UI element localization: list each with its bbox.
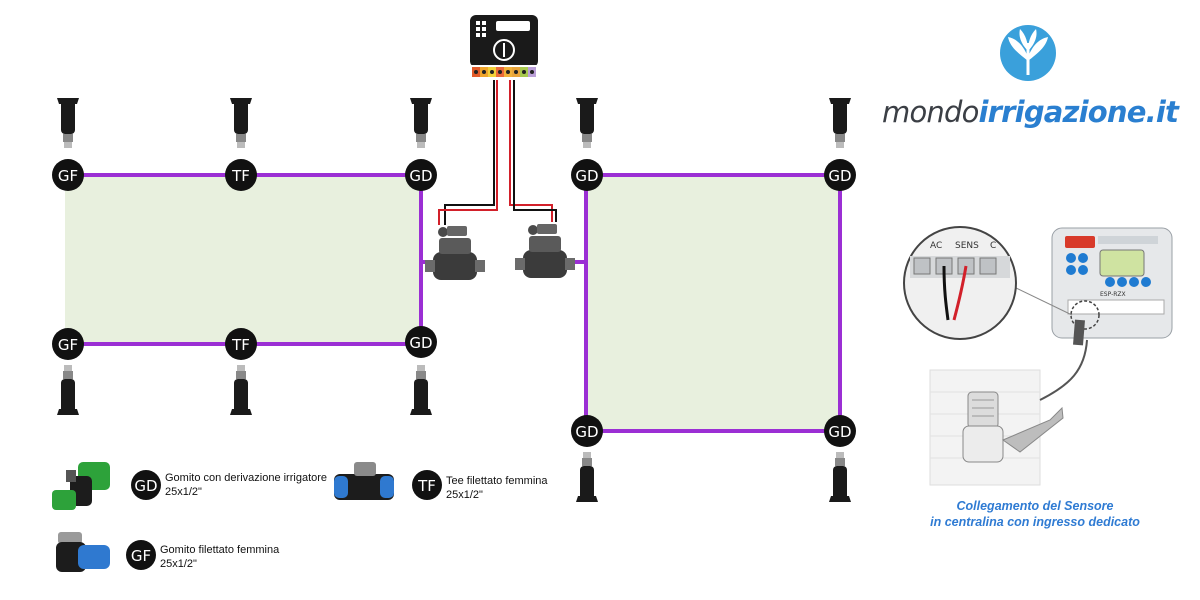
fitting-badge-gd-top-left: GD bbox=[405, 159, 437, 191]
fitting-badge-tf-top: TF bbox=[225, 159, 257, 191]
sprinkler-1 bbox=[57, 98, 79, 148]
sprinkler-4 bbox=[576, 98, 598, 148]
fitting-code: GD bbox=[575, 423, 598, 441]
fitting-code: GD bbox=[409, 167, 432, 185]
legend-code: TF bbox=[417, 477, 436, 495]
fitting-code: GD bbox=[828, 423, 851, 441]
sensor-caption-line2: in centralina con ingresso dedicato bbox=[930, 515, 1140, 529]
pipe-network-zone-2 bbox=[568, 173, 842, 433]
controller-device-image bbox=[1051, 227, 1173, 346]
legend-gd-line1: Gomito con derivazione irrigatore bbox=[165, 472, 328, 484]
sensor-caption-line1: Collegamento del Sensore bbox=[956, 499, 1114, 513]
lawn-zone-left bbox=[65, 175, 421, 345]
fitting-badge-tf-bottom: TF bbox=[225, 328, 257, 360]
fitting-badge-gd-top-right-a: GD bbox=[571, 159, 603, 191]
terminal-label-sens: SENS bbox=[955, 241, 979, 251]
sprinkler-8 bbox=[410, 365, 432, 415]
legend-tf-fitting-image bbox=[334, 462, 394, 500]
fitting-badge-gd-top-right-b: GD bbox=[824, 159, 856, 191]
legend-gf-fitting-image bbox=[56, 532, 110, 572]
terminal-label-c: C bbox=[990, 241, 996, 251]
sprinkler-10 bbox=[829, 452, 851, 502]
sensor-panel: AC SENS C ESP-RZX bbox=[903, 226, 1173, 486]
fitting-code: TF bbox=[231, 336, 250, 354]
fitting-badge-gd-bottom-right-b: GD bbox=[824, 415, 856, 447]
fitting-code: GF bbox=[58, 336, 78, 354]
legend-code: GD bbox=[134, 477, 157, 495]
legend-gd-description: Gomito con derivazione irrigatore 25x1/2… bbox=[165, 471, 327, 499]
sensor-caption: Collegamento del Sensore in centralina c… bbox=[900, 498, 1170, 530]
sprinkler-2 bbox=[230, 98, 252, 148]
controller-model-label: ESP-RZX bbox=[1100, 291, 1126, 298]
legend-gd-line2: 25x1/2" bbox=[165, 486, 202, 498]
brand-wordmark: mondoirrigazione.it bbox=[882, 95, 1182, 129]
rain-sensor-image bbox=[962, 391, 1064, 463]
fitting-badge-gd-bottom-right-a: GD bbox=[571, 415, 603, 447]
sprinkler-5 bbox=[829, 98, 851, 148]
legend-gf-line1: Gomito filettato femmina bbox=[160, 544, 280, 556]
sprinkler-6 bbox=[57, 365, 79, 415]
legend-badge-gd: GD bbox=[131, 470, 161, 500]
fitting-code: TF bbox=[231, 167, 250, 185]
legend-tf-line1: Tee filettato femmina bbox=[446, 475, 548, 487]
terminal-zoom-circle: AC SENS C bbox=[903, 226, 1017, 340]
terminal-label-ac: AC bbox=[930, 241, 942, 251]
legend-gf-description: Gomito filettato femmina 25x1/2" bbox=[160, 543, 279, 571]
lawn-zone-right bbox=[587, 175, 840, 433]
fitting-code: GD bbox=[409, 334, 432, 352]
legend-tf-description: Tee filettato femmina 25x1/2" bbox=[446, 474, 548, 502]
fitting-code: GD bbox=[828, 167, 851, 185]
brand-logo-icon bbox=[1000, 25, 1056, 81]
fitting-code: GF bbox=[58, 167, 78, 185]
irrigation-controller bbox=[470, 15, 538, 79]
legend-tf-line2: 25x1/2" bbox=[446, 489, 483, 501]
legend-badge-tf: TF bbox=[412, 470, 442, 500]
legend-badge-gf: GF bbox=[126, 540, 156, 570]
fitting-badge-gd-bottom-left: GD bbox=[405, 326, 437, 358]
controller-wiring bbox=[438, 80, 557, 225]
legend-gf-line2: 25x1/2" bbox=[160, 558, 197, 570]
legend-code: GF bbox=[131, 547, 151, 565]
sprinkler-9 bbox=[576, 452, 598, 502]
fitting-code: GD bbox=[575, 167, 598, 185]
brand-part-2: irrigazione.it bbox=[978, 95, 1179, 129]
brand-part-1: mondo bbox=[882, 95, 979, 129]
solenoid-valve-2 bbox=[515, 224, 575, 278]
solenoid-valve-1 bbox=[425, 226, 485, 280]
sprinkler-7 bbox=[230, 365, 252, 415]
sprinkler-3 bbox=[410, 98, 432, 148]
fitting-badge-gf-bottom: GF bbox=[52, 328, 84, 360]
fitting-badge-gf-top: GF bbox=[52, 159, 84, 191]
legend-gd-fitting-image bbox=[52, 462, 110, 510]
